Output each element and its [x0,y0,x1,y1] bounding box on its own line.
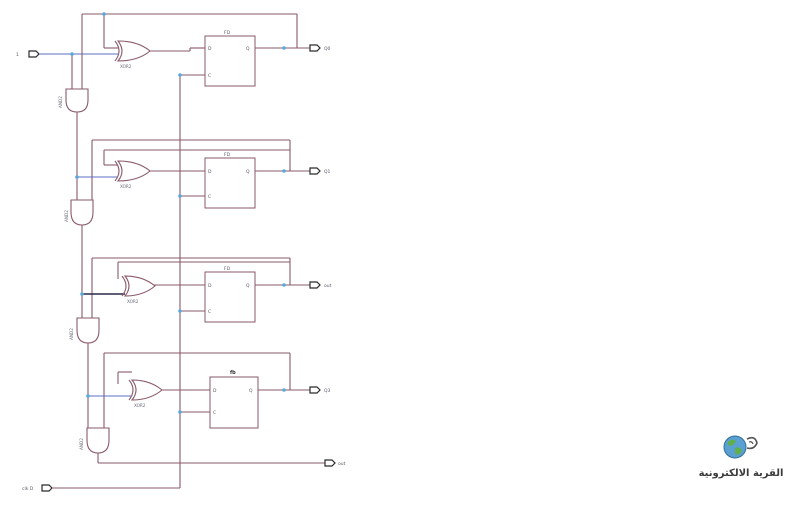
output-label-carry: out [338,461,346,467]
flipflop-1: FD D Q C [204,152,256,209]
and-gate-3: AND2 [79,427,110,454]
output-label-1: Q1 [324,169,331,175]
and-gate-0: AND2 [58,88,89,113]
flipflop-2: FD D Q C [204,266,256,323]
ff-q-3: Q [249,388,253,394]
xor-gate-2: XOR2 [121,275,156,304]
ff-q-2: Q [246,283,250,289]
ff-c-1: C [208,194,211,200]
ff-d-3: D [213,388,217,394]
ff-d-1: D [208,169,212,175]
ff-d-2: D [208,283,212,289]
and-label-3: AND2 [79,438,84,450]
output-label-3: Q3 [324,388,331,394]
output-pad-2: out [309,281,332,289]
input-pad-clock: clk D [22,484,53,492]
globe-icon [723,435,758,459]
ff-title-1: FD [224,152,231,158]
brand-text: القرية الالكترونية [698,468,784,479]
ff-c-2: C [208,309,211,315]
ff-title-3: fb [230,370,236,376]
and-label-0: AND2 [58,96,63,108]
ff-title-2: FD [224,266,231,272]
ff-q-0: Q [246,46,250,52]
junction-dots [70,12,286,414]
xor-gate-1: XOR2 [114,160,151,189]
input-label-data: 1 [16,52,19,58]
and-gate-1: AND2 [64,199,94,226]
output-pad-1: Q1 [309,167,331,175]
xor-gate-3: XOR2 [128,379,163,408]
and-gate-2: AND2 [69,317,100,344]
input-label-clock: clk D [22,486,34,492]
ff-q-1: Q [246,169,250,175]
ff-title-0: FD [224,30,231,36]
xor-label-0: XOR2 [120,64,132,69]
output-pad-0: Q0 [309,44,331,52]
ff-c-0: C [208,73,211,79]
flipflop-3: fb D Q C [209,370,259,429]
output-pad-carry: out [324,459,346,467]
flipflop-0: FD D Q C [204,30,256,87]
and-label-1: AND2 [64,210,69,222]
xor-label-1: XOR2 [120,184,132,189]
ff-c-3: C [213,410,216,416]
ff-d-0: D [208,46,212,52]
output-label-0: Q0 [324,46,331,52]
xor-label-3: XOR2 [134,403,146,408]
output-pad-3: Q3 [309,386,331,394]
output-label-2: out [324,283,332,289]
input-pad-data: 1 [16,50,40,58]
xor-gate-0: XOR2 [114,40,151,69]
xor-label-2: XOR2 [127,299,139,304]
and-label-2: AND2 [69,328,74,340]
brand-logo: القرية الالكترونية [686,432,796,479]
